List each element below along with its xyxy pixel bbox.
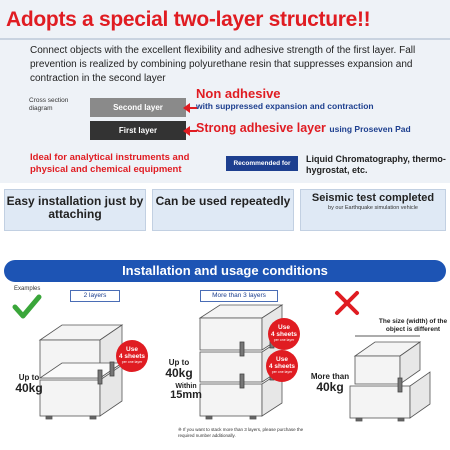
gap-limit: Within 15mm [166,382,206,401]
weight-limit-ng: More than 40kg [310,372,350,394]
tag-two-layers: 2 layers [70,290,120,302]
non-adhesive-title: Non adhesive [196,86,281,101]
use-label: Use [276,356,288,363]
equipment-illustration [38,304,431,422]
sheets-label: 4 sheets [268,363,296,370]
use-sheets-badge: Use 4 sheets per one layer [266,350,298,382]
per-layer-label: per one layer [271,370,293,374]
arrow-left-icon [183,103,190,113]
top-panel [0,0,450,183]
weight-value: 40kg [15,381,43,395]
stack-different-size [349,335,431,422]
stack-two-layers [38,324,124,420]
feature-reusable: Can be used repeatedly [152,189,294,231]
feature-seismic-sub: by our Earthquake simulation vehicle [328,205,418,211]
second-layer-bar: Second layer [90,98,186,117]
weight-value: 40kg [316,380,344,394]
per-layer-label: per one layer [121,360,143,364]
use-sheets-badge: Use 4 sheets per one layer [116,340,148,372]
weight-limit-two: Up to 40kg [14,373,44,395]
use-sheets-badge: Use 4 sheets per one layer [268,318,300,350]
within-label: Within [175,383,197,390]
tag-more-layers: More than 3 layers [200,290,278,302]
cross-section-label: Cross section diagram [29,97,69,112]
recommended-text: Liquid Chromatography, thermo-hygrostat,… [306,154,446,175]
first-layer-bar: First layer [90,121,186,140]
strong-adhesive-title: Strong adhesive layer using Proseven Pad [196,121,411,135]
more-than-label: More than [310,372,350,381]
arrow-line [189,107,197,109]
stack-three-layers [198,304,284,420]
stack-note: ※ If you want to stack more than 3 layer… [178,427,304,438]
use-label: Use [126,346,138,353]
non-adhesive-sub: with suppressed expansion and contractio… [196,101,374,111]
weight-value: 40kg [165,366,193,380]
cross-icon [335,291,359,315]
sheets-label: 4 sheets [118,353,146,360]
sheets-label: 4 sheets [270,331,298,338]
per-layer-label: per one layer [273,338,295,342]
use-label: Use [278,324,290,331]
within-value: 15mm [170,389,202,401]
strong-adhesive-text: Strong adhesive layer [196,121,326,135]
arrow-left-icon [183,126,190,136]
recommended-badge: Recommended for [226,156,298,171]
up-to-label: Up to [168,358,190,367]
examples-label: Examples [14,286,41,292]
conditions-band: Installation and usage conditions [4,260,446,282]
headline: Adopts a special two-layer structure!! [6,8,371,31]
up-to-label: Up to [18,373,40,382]
feature-seismic: Seismic test completed by our Earthquake… [300,189,446,231]
strong-adhesive-sub: using Proseven Pad [329,124,411,134]
intro-text: Connect objects with the excellent flexi… [30,45,416,84]
title-divider [0,38,450,40]
weight-limit-three: Up to 40kg [164,358,194,380]
feature-seismic-label: Seismic test completed [311,192,435,204]
check-icon [12,294,42,319]
arrow-line [189,130,197,132]
feature-easy-install: Easy installation just by attaching [4,189,146,231]
size-note: The size (width) of the object is differ… [378,318,448,333]
ideal-text: Ideal for analytical instruments and phy… [30,152,190,175]
